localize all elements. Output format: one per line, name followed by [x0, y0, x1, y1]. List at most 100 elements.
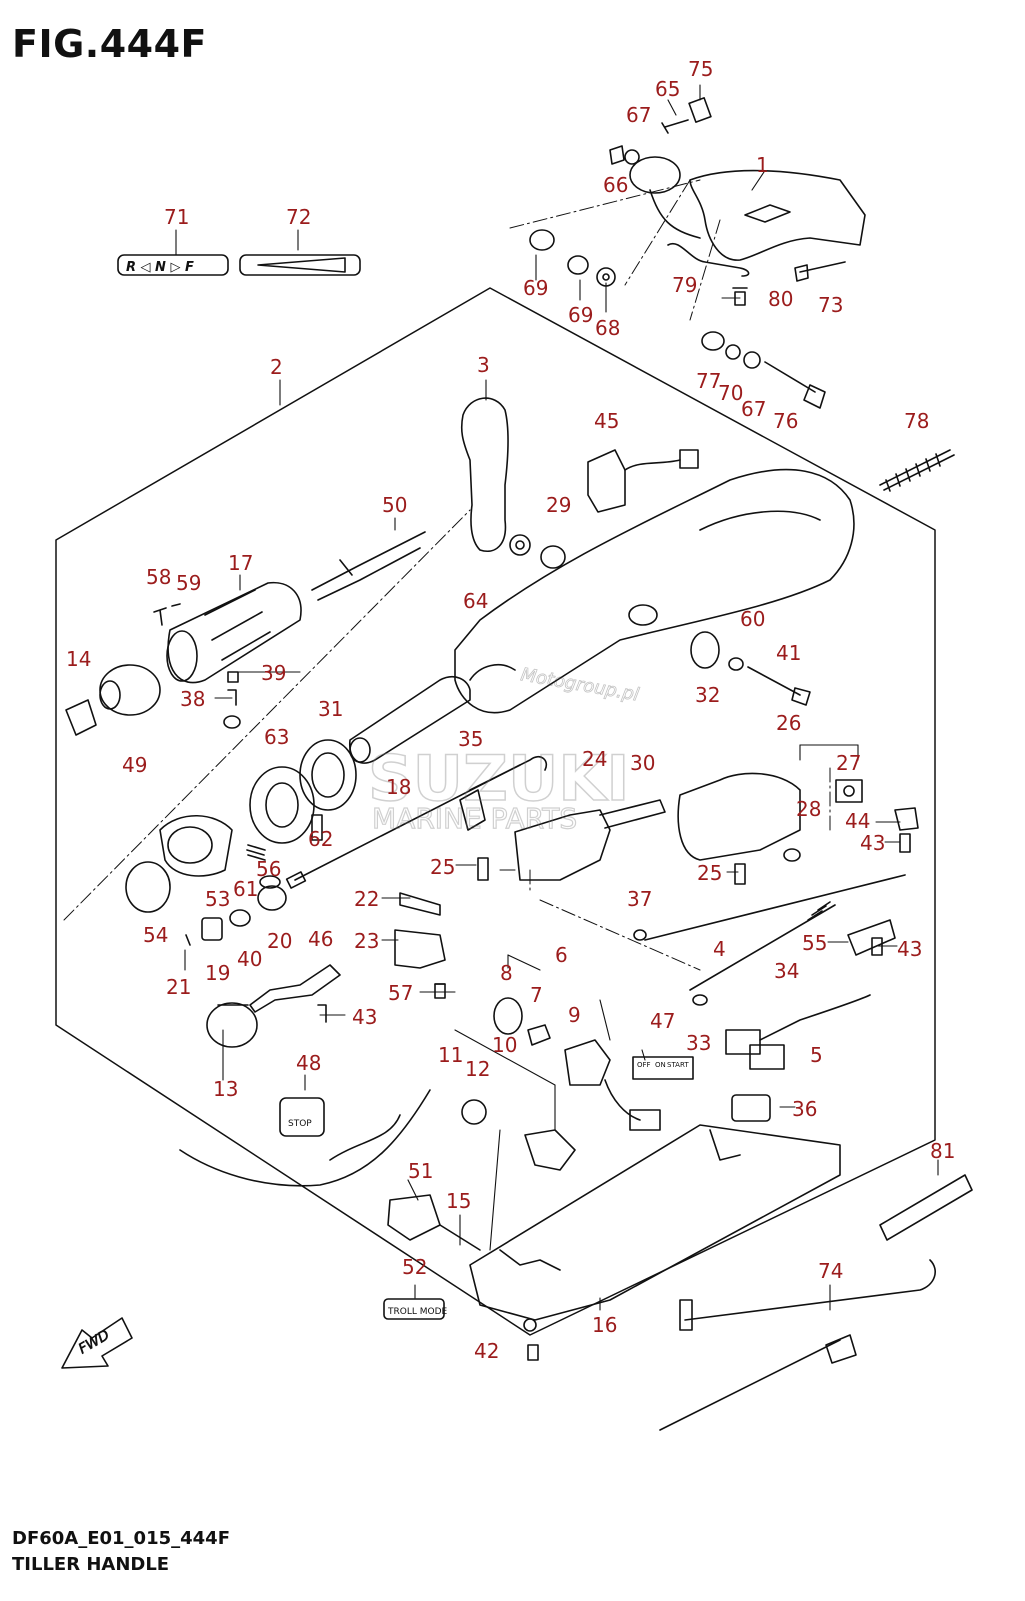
callout-79: 79 [672, 273, 697, 297]
callout-81: 81 [930, 1139, 955, 1163]
tiller-body-64 [454, 468, 855, 714]
callout-39: 39 [261, 661, 286, 685]
callout-26: 26 [776, 711, 801, 735]
block-19 [201, 917, 223, 941]
decal-72-wedge [257, 257, 346, 273]
callout-33: 33 [686, 1031, 711, 1055]
callout-48: 48 [296, 1051, 321, 1075]
bolt-65 [661, 119, 689, 134]
link-24 [514, 809, 611, 881]
callout-65: 65 [655, 77, 680, 101]
clip-79 [667, 242, 750, 277]
callout-21: 21 [166, 975, 191, 999]
callout-49: 49 [122, 753, 147, 777]
callout-52: 52 [402, 1255, 427, 1279]
callout-14: 14 [66, 647, 91, 671]
figure-subtitle: TILLER HANDLE [12, 1554, 170, 1575]
screw-39 [227, 671, 239, 683]
lanyard-11 [179, 1089, 431, 1187]
washer-70 [725, 344, 741, 360]
callout-74: 74 [818, 1259, 843, 1283]
callout-41: 41 [776, 641, 801, 665]
bolt-76 [764, 361, 816, 393]
screw-25 [477, 857, 489, 881]
callout-labels: 1 2 3 4 5 6 7 8 9 10 11 12 13 14 15 16 1… [66, 57, 955, 1363]
wire-15 [439, 1224, 481, 1251]
callout-58: 58 [146, 565, 171, 589]
callout-76: 76 [773, 409, 798, 433]
callout-31: 31 [318, 697, 343, 721]
figure-code: DF60A_E01_015_444F [12, 1528, 231, 1549]
callout-70: 70 [718, 381, 743, 405]
callout-27: 27 [836, 751, 861, 775]
callout-17: 17 [228, 551, 253, 575]
callout-34: 34 [774, 959, 799, 983]
watermark-site: Motogroup.pl [519, 664, 640, 705]
bushing-69 [529, 229, 555, 251]
callout-55: 55 [802, 931, 827, 955]
switch-body-10b [524, 1129, 576, 1171]
callout-2: 2 [270, 355, 283, 379]
cable-end-18 [285, 871, 307, 889]
callout-50: 50 [382, 493, 407, 517]
callout-77: 77 [696, 369, 721, 393]
callout-66: 66 [603, 173, 628, 197]
decal-52-text: TROLL MODE [387, 1307, 448, 1317]
callout-38: 38 [180, 687, 205, 711]
callout-75: 75 [688, 57, 713, 81]
callout-9: 9 [568, 1003, 581, 1027]
callout-67b: 67 [741, 397, 766, 421]
pin-21 [185, 934, 191, 946]
callout-23: 23 [354, 929, 379, 953]
callout-13: 13 [213, 1077, 238, 1101]
callout-4: 4 [713, 937, 726, 961]
callout-28: 28 [796, 797, 821, 821]
callout-73: 73 [818, 293, 843, 317]
bracket-slot [744, 204, 791, 223]
switch-51 [387, 1194, 441, 1241]
callout-30: 30 [630, 751, 655, 775]
callout-24: 24 [582, 747, 607, 771]
cap-54 [125, 861, 171, 913]
harness-5 [759, 994, 871, 1041]
callout-43b: 43 [897, 937, 922, 961]
callout-54: 54 [143, 923, 168, 947]
bracket-44 [894, 807, 919, 831]
clamp-50 [311, 531, 426, 601]
nut-8 [493, 997, 523, 1035]
grip-81 [879, 1174, 973, 1241]
callout-36: 36 [792, 1097, 817, 1121]
plate-36 [731, 1094, 771, 1122]
gear-31 [299, 739, 357, 811]
callout-69a: 69 [523, 276, 548, 300]
switch-26 [677, 772, 801, 861]
callout-47: 47 [650, 1009, 675, 1033]
screw-58 [153, 607, 167, 626]
bracket-part [689, 169, 866, 261]
callout-12: 12 [465, 1057, 490, 1081]
callout-72: 72 [286, 205, 311, 229]
assembly-outline [55, 287, 936, 1336]
bushing-77 [701, 331, 725, 351]
watermark-brand: SUZUKI [368, 742, 629, 815]
screw-43d [434, 983, 446, 999]
callout-1: 1 [756, 153, 769, 177]
washer-68 [596, 267, 616, 287]
callout-59: 59 [176, 571, 201, 595]
callout-22: 22 [354, 887, 379, 911]
bushing-69b [567, 255, 589, 275]
collar-20 [257, 885, 287, 911]
callout-46: 46 [308, 927, 333, 951]
callout-40: 40 [237, 947, 262, 971]
screw-25b [734, 863, 746, 885]
callout-18: 18 [386, 775, 411, 799]
bolt-41 [747, 666, 801, 696]
leader-lines [175, 84, 939, 1311]
callout-8: 8 [500, 961, 513, 985]
callout-35: 35 [458, 727, 483, 751]
fwd-arrow [61, 1317, 133, 1369]
rod-30 [599, 799, 666, 829]
callout-32: 32 [695, 683, 720, 707]
grommet-32 [690, 631, 720, 669]
clip-12 [461, 1099, 487, 1125]
